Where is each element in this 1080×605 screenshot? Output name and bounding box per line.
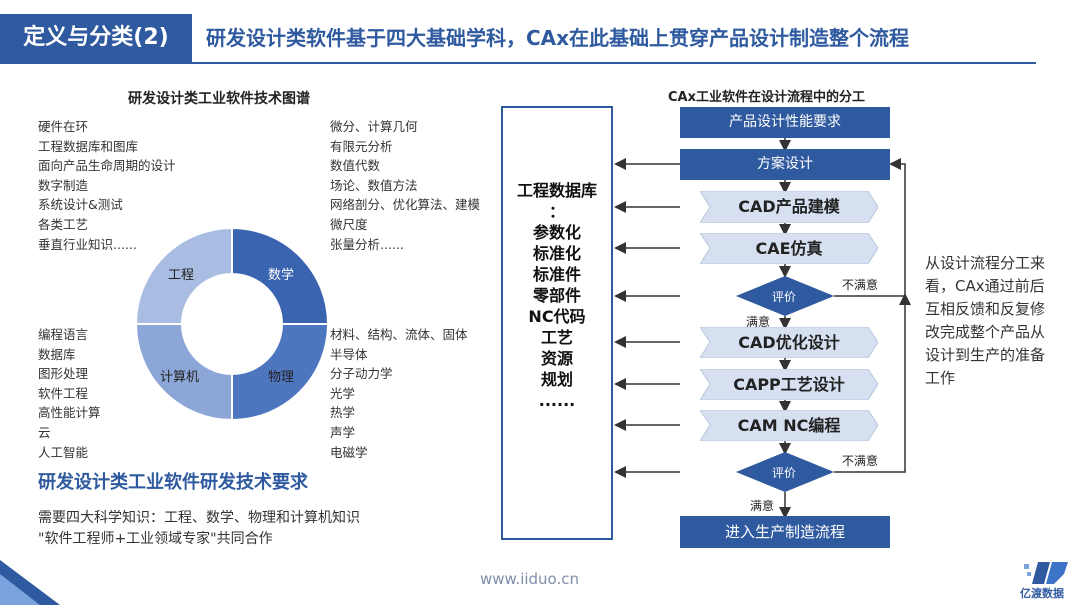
step-plan-design: 方案设计 <box>680 149 890 180</box>
math-list: 微分、计算几何有限元分析数值代数场论、数值方法网络剖分、优化算法、建模微尺度张量… <box>330 117 480 254</box>
engineering-list-item: 垂直行业知识...... <box>38 236 137 252</box>
computer-list-item: 人工智能 <box>38 444 89 460</box>
step-cad-optimization: CAD优化设计 <box>738 333 840 352</box>
decision-1-satisfied: 满意 <box>746 315 771 329</box>
database-line: 标准件 <box>532 265 581 284</box>
math-list-item: 有限元分析 <box>330 138 393 154</box>
flow-title: CAx工业软件在设计流程中的分工 <box>668 90 865 105</box>
computer-list-item: 编程语言 <box>38 327 89 342</box>
database-line: ...... <box>538 391 576 410</box>
computer-list: 编程语言数据库图形处理软件工程高性能计算云人工智能 <box>38 325 101 462</box>
engineering-database-text: 工程数据库 ： 参数化标准化标准件零部件 NC代码工艺资源规划...... <box>501 180 613 411</box>
engineering-list-item: 数字制造 <box>38 177 89 193</box>
math-list-item: 微分、计算几何 <box>330 119 418 134</box>
database-line: 参数化 <box>532 223 581 242</box>
physics-list-item: 声学 <box>330 424 356 440</box>
math-list-item: 网络剖分、优化算法、建模 <box>330 197 481 213</box>
computer-list-item: 软件工程 <box>38 385 89 401</box>
step-cae-simulation: CAE仿真 <box>755 239 823 258</box>
physics-list-item: 半导体 <box>330 346 368 362</box>
engineering-list-item: 系统设计&测试 <box>38 197 123 213</box>
physics-list-item: 电磁学 <box>330 444 368 460</box>
database-line: 标准化 <box>532 244 581 263</box>
decision-1-unsatisfied: 不满意 <box>842 278 879 292</box>
engineering-list: 硬件在环工程数据库和图库面向产品生命周期的设计数字制造系统设计&测试各类工艺垂直… <box>38 117 176 254</box>
computer-list-item: 云 <box>38 424 51 440</box>
decision-2-satisfied: 满意 <box>750 499 775 513</box>
decision-2-unsatisfied: 不满意 <box>842 454 879 468</box>
chevron-cam <box>700 410 878 441</box>
step-capp-process: CAPP工艺设计 <box>733 375 845 394</box>
decision-diamond-1 <box>736 276 834 316</box>
engineering-list-item: 各类工艺 <box>38 216 89 232</box>
decision-diamond-2 <box>736 452 834 492</box>
physics-list-item: 分子动力学 <box>330 366 393 382</box>
physics-list-item: 材料、结构、流体、固体 <box>330 327 468 342</box>
physics-list-item: 光学 <box>330 385 356 401</box>
donut-segment-engineering <box>134 228 233 325</box>
chevron-cadopt <box>700 327 878 358</box>
chevron-cae <box>700 233 878 264</box>
database-line: 规划 <box>540 370 573 389</box>
donut-label-computer: 计算机 <box>160 370 200 385</box>
step-cam-nc: CAM NC编程 <box>737 416 841 435</box>
requirement-line-2: "软件工程师+工业领域专家"共同合作 <box>38 531 273 547</box>
donut-segment-math <box>231 228 330 325</box>
database-line: 工程数据库 <box>516 181 597 200</box>
math-list-item: 微尺度 <box>330 216 368 232</box>
computer-list-item: 数据库 <box>38 346 76 362</box>
step-cad-modeling: CAD产品建模 <box>738 197 840 216</box>
flow-side-note: 从设计流程分工来看，CAx通过前后互相反馈和反复修改完成整个产品从设计到生产的准… <box>925 254 1046 387</box>
step-product-requirements: 产品设计性能要求 <box>680 107 890 138</box>
engineering-list-item: 硬件在环 <box>38 119 89 134</box>
chevron-cad <box>700 191 878 223</box>
physics-list: 材料、结构、流体、固体半导体分子动力学光学热学声学电磁学 <box>330 325 468 462</box>
requirements-title: 研发设计类工业软件研发技术要求 <box>38 472 308 493</box>
computer-list-item: 图形处理 <box>38 366 89 382</box>
yidu-logo-icon <box>1024 562 1068 584</box>
math-list-item: 数值代数 <box>330 158 381 174</box>
corner-decoration <box>0 560 60 605</box>
donut-segment-physics <box>231 323 330 420</box>
page-title: 定义与分类(2) <box>0 14 192 62</box>
donut-label-math: 数学 <box>268 268 295 283</box>
math-list-item: 场论、数值方法 <box>330 177 418 193</box>
decision-1-label: 评价 <box>772 290 797 304</box>
database-line: 零部件 <box>532 286 581 305</box>
database-line: NC代码 <box>528 307 586 326</box>
donut-segment-computer <box>134 323 233 420</box>
website-footer: www.iiduo.cn <box>480 570 579 588</box>
math-list-item: 张量分析...... <box>330 236 404 252</box>
donut-label-physics: 物理 <box>268 370 295 385</box>
logo-text: 亿渡数据 <box>1020 587 1064 600</box>
step-enter-production: 进入生产制造流程 <box>680 516 890 548</box>
discipline-donut <box>134 228 330 420</box>
database-line: 工艺 <box>540 328 573 347</box>
requirement-line-1: 需要四大科学知识：工程、数学、物理和计算机知识 <box>38 510 360 526</box>
database-line: ： <box>548 202 565 221</box>
page-subtitle: 研发设计类软件基于四大基础学科，CAx在此基础上贯穿产品设计制造整个流程 <box>206 26 910 50</box>
engineering-database-box <box>501 106 613 540</box>
database-line: 资源 <box>540 349 573 368</box>
header-divider <box>0 62 1036 64</box>
computer-list-item: 高性能计算 <box>38 405 101 421</box>
engineering-list-item: 面向产品生命周期的设计 <box>38 158 176 174</box>
tech-map-title: 研发设计类工业软件技术图谱 <box>128 91 310 107</box>
physics-list-item: 热学 <box>330 405 356 421</box>
decision-2-label: 评价 <box>772 466 797 480</box>
chevron-capp <box>700 369 878 400</box>
engineering-list-item: 工程数据库和图库 <box>38 138 139 154</box>
donut-label-engineering: 工程 <box>168 268 195 283</box>
